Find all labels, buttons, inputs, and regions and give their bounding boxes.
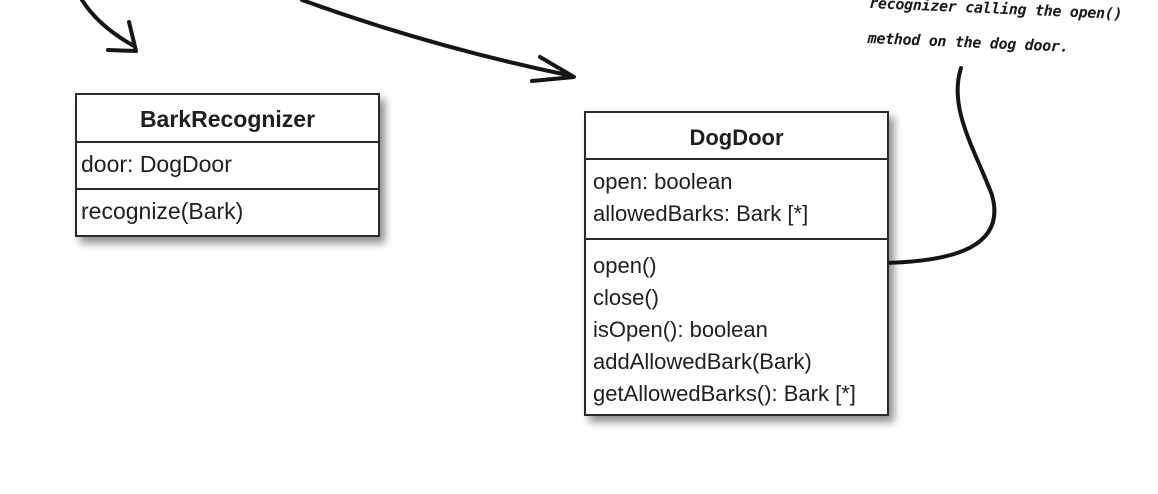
- attribute: door: DogDoor: [81, 151, 232, 177]
- attribute: open: boolean: [593, 169, 733, 194]
- bark-recognizer-class: BarkRecognizer door: DogDoor recognize(B…: [75, 93, 380, 237]
- method-open: open(): [593, 253, 657, 278]
- methods-section: open() close() isOpen(): boolean addAllo…: [586, 240, 887, 414]
- class-name: DogDoor: [586, 113, 887, 160]
- methods-section: recognize(Bark): [77, 190, 378, 235]
- arrow-to-bark-recognizer: [80, 0, 136, 48]
- method: recognize(Bark): [81, 198, 244, 224]
- class-name: BarkRecognizer: [77, 95, 378, 143]
- arrow-to-dog-door: [300, 0, 574, 78]
- arrow-head-bark-recognizer: [106, 20, 138, 53]
- attributes-section: door: DogDoor: [77, 143, 378, 190]
- arrow-head-dog-door: [530, 55, 576, 83]
- attribute: allowedBarks: Bark [*]: [593, 201, 809, 226]
- dog-door-class: DogDoor open: boolean allowedBarks: Bark…: [584, 111, 889, 416]
- method-is-open: isOpen(): boolean: [593, 317, 768, 342]
- method-get-allowed-barks: getAllowedBarks(): Bark [*]: [593, 381, 856, 406]
- method-add-allowed-bark: addAllowedBark(Bark): [593, 349, 812, 374]
- method-close: close(): [593, 285, 660, 310]
- attributes-section: open: boolean allowedBarks: Bark [*]: [586, 160, 887, 240]
